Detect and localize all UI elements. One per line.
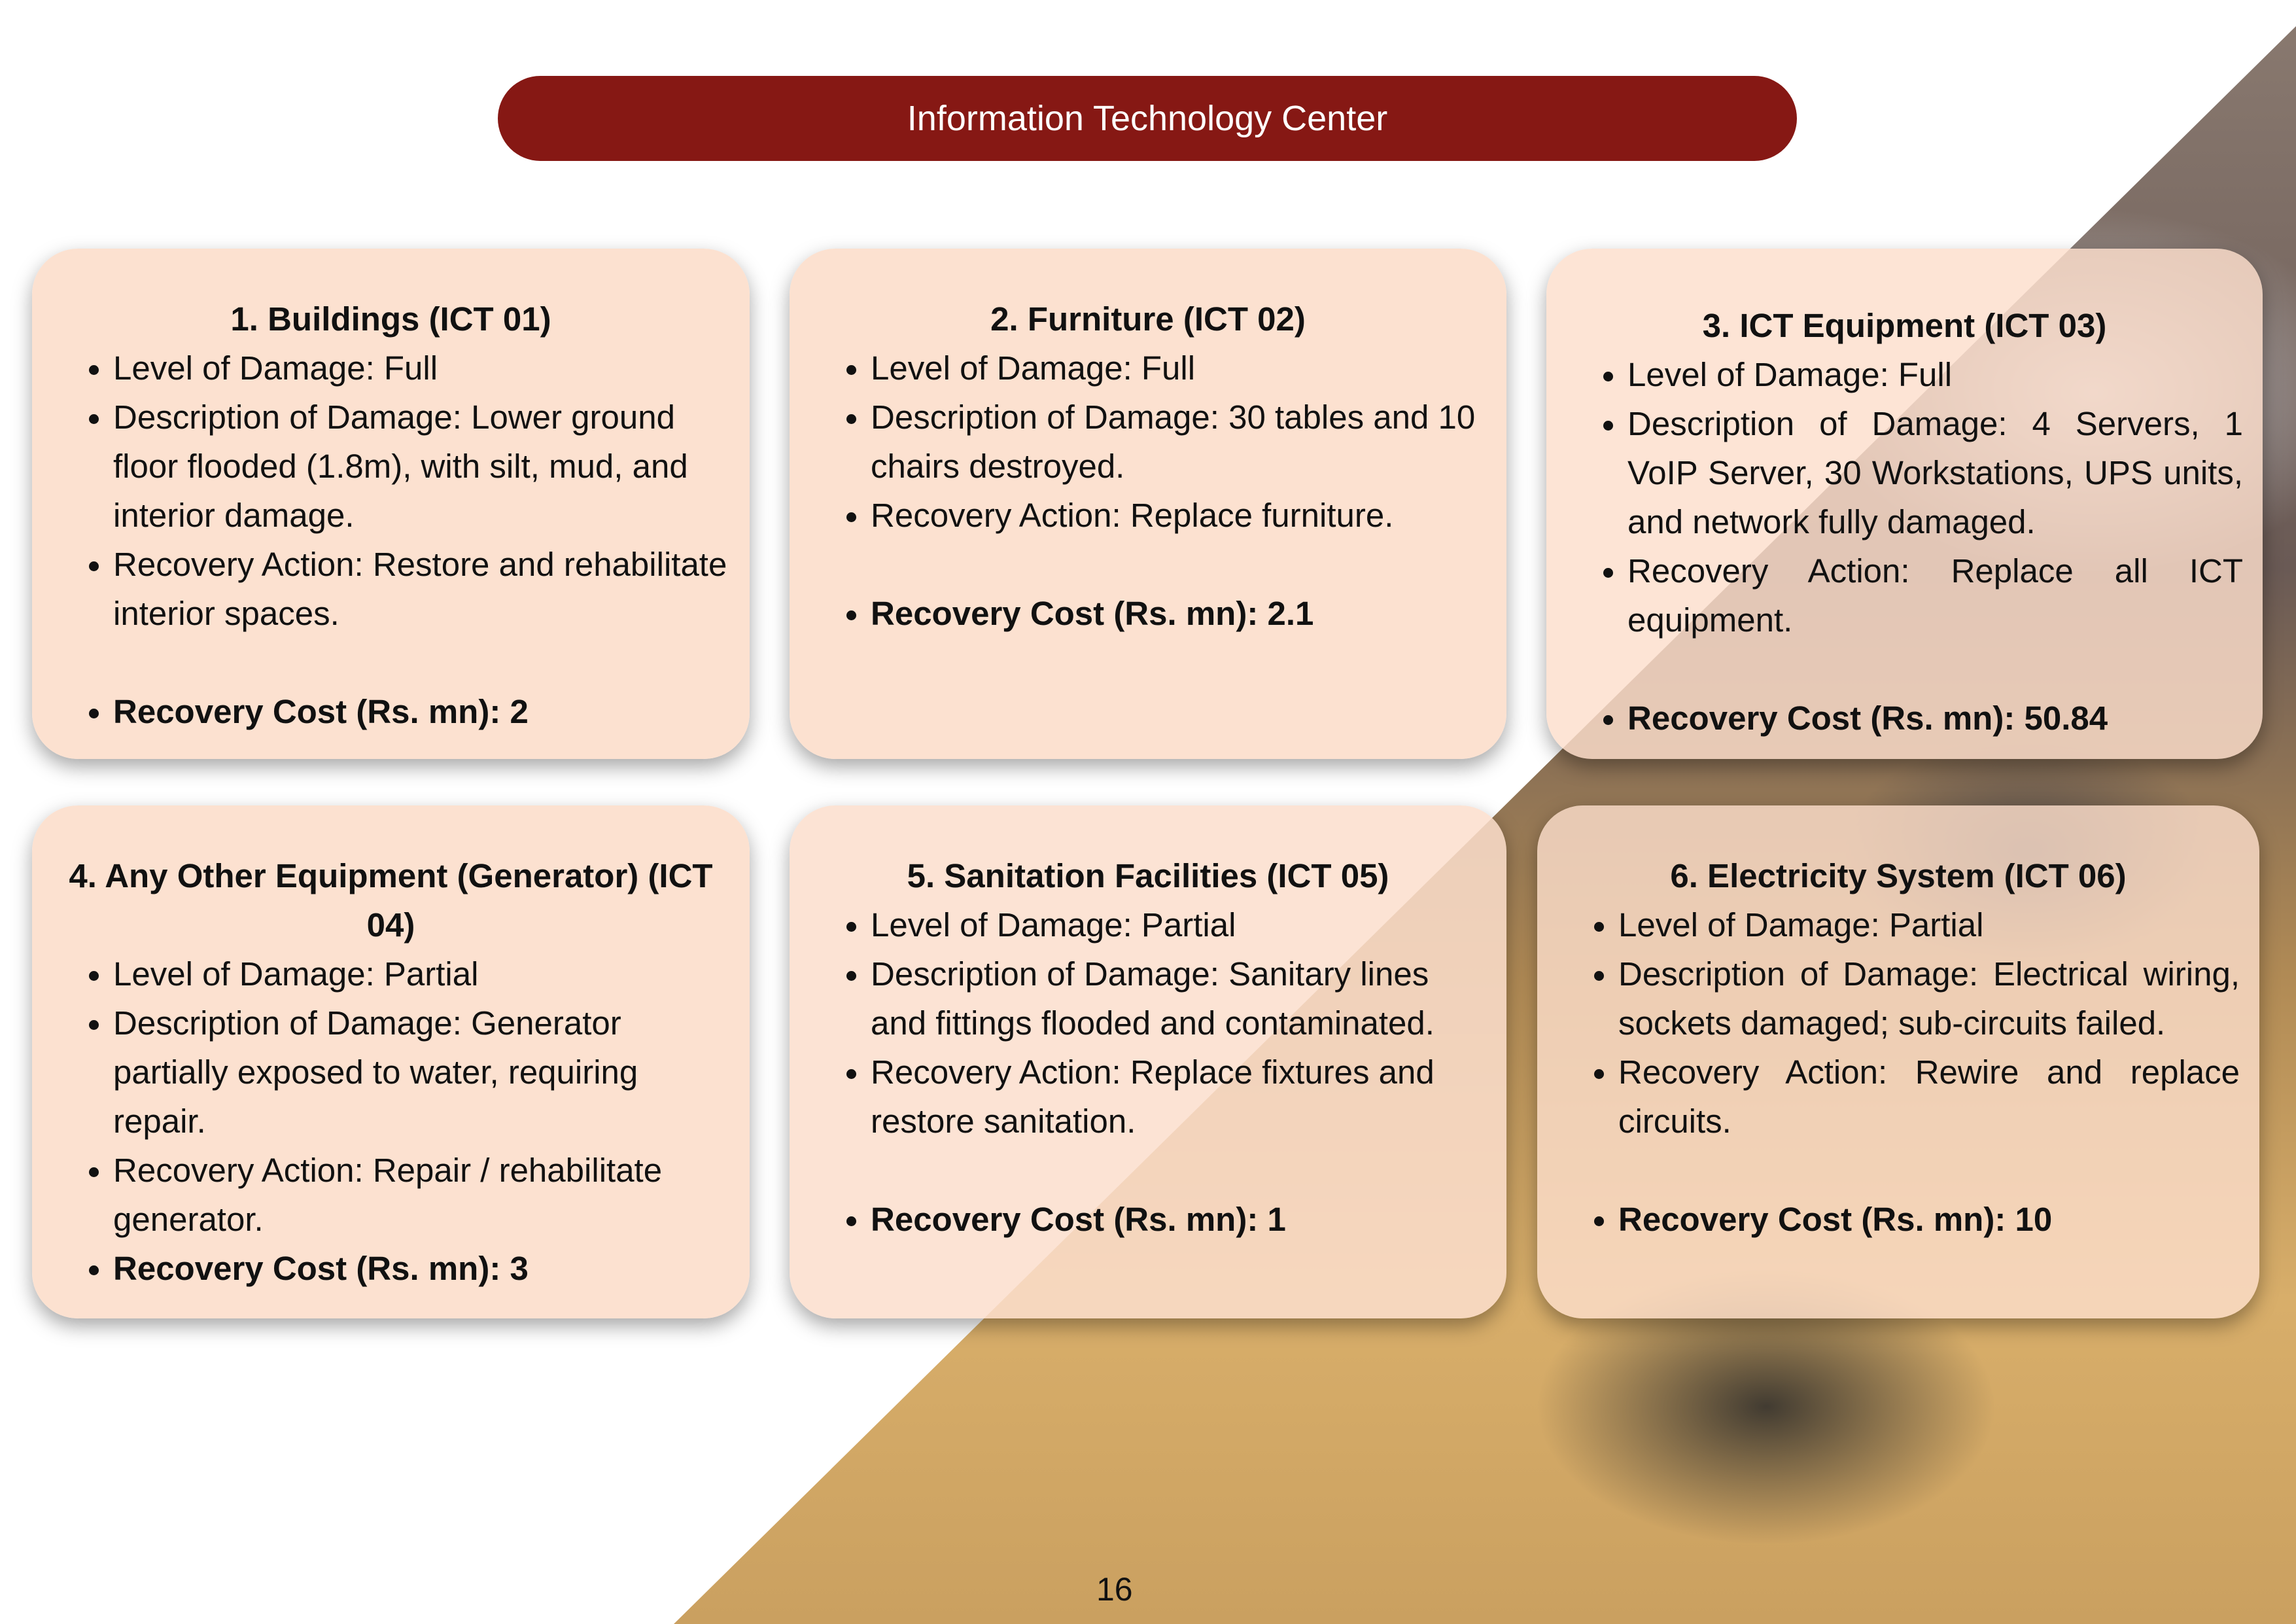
recovery-action: Recovery Action: Replace furniture. [871,491,1487,540]
damage-level: Level of Damage: Partial [1618,900,2240,949]
recovery-cost: Recovery Cost (Rs. mn): 3 [113,1244,730,1293]
damage-level: Level of Damage: Full [113,344,730,393]
recovery-action: Recovery Action: Replace fixtures and re… [871,1048,1487,1146]
recovery-cost: Recovery Cost (Rs. mn): 2.1 [871,589,1487,638]
recovery-action: Recovery Action: Replace all ICT equipme… [1627,546,2243,644]
card-title: 4. Any Other Equipment (Generator) (ICT … [69,857,713,944]
recovery-cost: Recovery Cost (Rs. mn): 2 [113,687,730,736]
damage-description: Description of Damage: 4 Servers, 1 VoIP… [1627,399,2243,546]
card-buildings: 1. Buildings (ICT 01) Level of Damage: F… [32,249,750,759]
recovery-action: Recovery Action: Rewire and replace circ… [1618,1048,2240,1146]
recovery-cost: Recovery Cost (Rs. mn): 50.84 [1627,694,2243,743]
recovery-action: Recovery Action: Restore and rehabilitat… [113,540,730,638]
card-title: 3. ICT Equipment (ICT 03) [1702,307,2107,344]
card-title: 5. Sanitation Facilities (ICT 05) [907,857,1389,894]
damage-level: Level of Damage: Partial [113,949,730,998]
recovery-action: Recovery Action: Repair / rehabilitate g… [113,1146,730,1244]
card-generator: 4. Any Other Equipment (Generator) (ICT … [32,805,750,1318]
page-number: 16 [1096,1571,1133,1608]
section-title: Information Technology Center [907,99,1388,138]
damage-description: Description of Damage: 30 tables and 10 … [871,393,1487,491]
card-title: 1. Buildings (ICT 01) [230,300,551,338]
damage-level: Level of Damage: Full [1627,350,2243,399]
damage-level: Level of Damage: Full [871,344,1487,393]
card-title: 6. Electricity System (ICT 06) [1670,857,2127,894]
card-electricity: 6. Electricity System (ICT 06) Level of … [1537,805,2259,1318]
recovery-cost: Recovery Cost (Rs. mn): 10 [1618,1195,2240,1244]
damage-description: Description of Damage: Electrical wiring… [1618,949,2240,1048]
damage-description: Description of Damage: Sanitary lines an… [871,949,1487,1048]
card-furniture: 2. Furniture (ICT 02) Level of Damage: F… [790,249,1506,759]
damage-level: Level of Damage: Partial [871,900,1487,949]
recovery-cost: Recovery Cost (Rs. mn): 1 [871,1195,1487,1244]
section-header: Information Technology Center [498,76,1797,161]
card-sanitation: 5. Sanitation Facilities (ICT 05) Level … [790,805,1506,1318]
damage-description: Description of Damage: Lower ground floo… [113,393,730,540]
damage-description: Description of Damage: Generator partial… [113,998,730,1146]
card-title: 2. Furniture (ICT 02) [990,300,1306,338]
card-ict-equipment: 3. ICT Equipment (ICT 03) Level of Damag… [1546,249,2263,759]
